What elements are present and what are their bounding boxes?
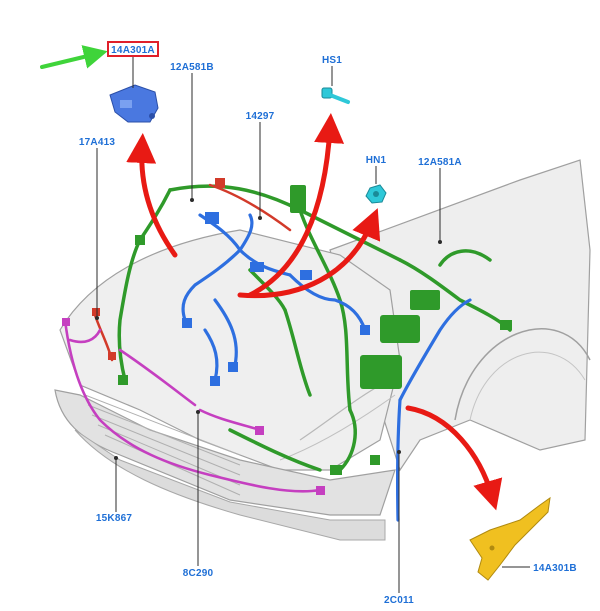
red-connectors bbox=[92, 178, 225, 360]
magenta-connectors bbox=[62, 318, 325, 495]
nut-hn1-icon bbox=[365, 184, 387, 204]
green-connectors bbox=[118, 185, 512, 475]
leader-dots bbox=[95, 198, 442, 460]
callout-2c011: 2C011 bbox=[384, 595, 414, 606]
callout-17a413: 17A413 bbox=[79, 137, 115, 148]
callout-hn1: HN1 bbox=[366, 155, 387, 166]
bolt-hs1-icon bbox=[321, 87, 350, 104]
callout-12a581a: 12A581A bbox=[418, 157, 462, 168]
green-pointer-arrow bbox=[40, 45, 108, 69]
callout-14297: 14297 bbox=[246, 111, 275, 122]
red-flow-arrows bbox=[126, 113, 503, 511]
callout-15k867: 15K867 bbox=[96, 513, 132, 524]
callout-highlight-box bbox=[107, 41, 159, 57]
callout-8c290: 8C290 bbox=[183, 568, 214, 579]
bracket-14a301a-icon bbox=[109, 84, 159, 123]
bracket-14a301b-icon bbox=[469, 496, 551, 581]
callout-12a581b: 12A581B bbox=[170, 62, 214, 73]
leader-lines bbox=[96, 57, 530, 593]
callout-14a301a: 14A301A bbox=[111, 45, 155, 56]
blue-connectors bbox=[182, 212, 370, 386]
callout-14a301b: 14A301B bbox=[533, 563, 577, 574]
vehicle-front-body bbox=[54, 159, 591, 541]
callout-labels: 14A301A 12A581B HS1 17A413 14297 HN1 12A… bbox=[79, 45, 577, 606]
callout-hs1: HS1 bbox=[322, 55, 342, 66]
